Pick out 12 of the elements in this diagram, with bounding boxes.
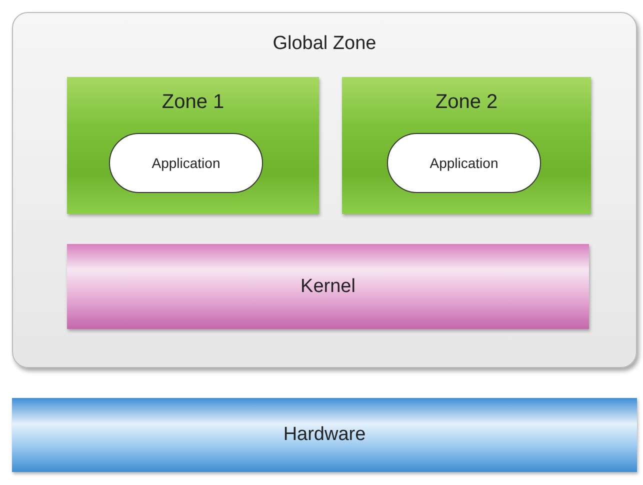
node-label: Application [152, 155, 220, 171]
zone-box [67, 77, 319, 214]
node-label: Global Zone [272, 33, 376, 55]
hardware-bar [12, 398, 637, 472]
node-label: Kernel [300, 276, 356, 298]
node-label: Application [430, 155, 498, 171]
node-label: Zone 2 [435, 91, 498, 114]
node-label: Hardware [283, 424, 366, 446]
zone-box [342, 77, 591, 214]
global-zone-panel [12, 12, 637, 368]
kernel-bar [67, 244, 589, 329]
node-label: Zone 1 [162, 91, 224, 114]
